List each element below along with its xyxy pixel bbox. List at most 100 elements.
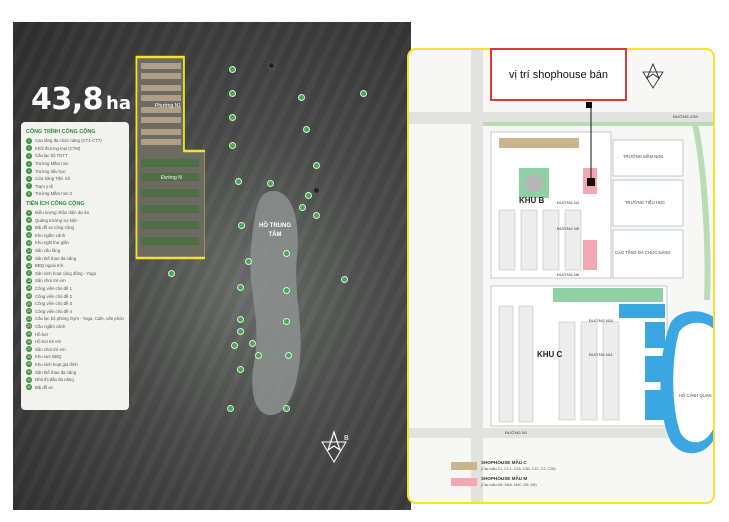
shophouse-callout[interactable]: vị trí shophouse bán [490,48,627,101]
amenity-pin[interactable] [341,276,348,283]
legend-desc-shophouse-c: (Các mẫu C1, C1.1, C2A, C3B, C1C, C2, C2… [481,467,556,471]
site-area-value: 43,8 [31,82,104,117]
zone-primary-school: TRƯỜNG TIỂU HỌC [625,200,666,205]
legend-number-icon: 2 [26,145,32,152]
amenity-pin[interactable] [285,352,292,359]
legend-item-label: Cầu ngắm cảnh [35,323,66,329]
amenity-pin[interactable] [283,250,290,257]
amenity-pin[interactable] [237,328,244,335]
legend-item-label: Trường Mầm non [35,161,69,167]
legend-item-label: Khu vực BBQ [35,354,62,360]
amenity-pin[interactable] [303,126,310,133]
road-label: ĐƯỜNG N5 [557,226,579,231]
amenity-pin[interactable] [283,287,290,294]
legend-number-icon: 3 [26,152,32,159]
road-label: ĐƯỜNG N6 [557,272,579,277]
amenity-pin[interactable] [299,204,306,211]
zone-khu-c: KHU C [537,350,563,359]
zone-khu-b: KHU B [519,196,545,205]
legend-item-label: Câu lạc bộ phòng Gym - Yoga, Cafe, văn p… [35,316,124,322]
amenity-pin[interactable] [237,366,244,373]
legend-number-icon: 10 [26,217,32,224]
amenity-pin[interactable] [237,284,244,291]
legend-item-label: Nhà thi đấu đa năng [35,377,74,383]
legend-item-label: Quảng trường sự kiện [35,217,78,223]
legend-number-icon: 32 [26,384,32,391]
legend-number-icon: 7 [26,183,32,190]
legend-item-label: Trạm y tế [35,183,53,189]
legend-number-icon: 20 [26,293,32,300]
legend-number-icon: 19 [26,285,32,292]
amenity-pin[interactable] [235,178,242,185]
legend-swatch-shophouse-c [451,462,477,470]
legend-number-icon: 31 [26,376,32,383]
legend-item-label: Khu nghỉ thư giãn [35,240,69,246]
amenity-pin[interactable] [227,405,234,412]
amenity-pin[interactable] [313,162,320,169]
amenity-pin[interactable] [313,212,320,219]
legend-number-icon: 1 [26,137,32,144]
amenity-pin[interactable] [283,405,290,412]
legend-number-icon: 27 [26,346,32,353]
amenity-pin[interactable] [283,318,290,325]
legend-number-icon: 4 [26,160,32,167]
amenity-pin[interactable] [229,90,236,97]
zone-lake: HỒ CẢNH QUAN [679,393,712,398]
amenity-pin[interactable] [268,62,275,69]
amenity-pin[interactable] [298,94,305,101]
legend-item-label: Công viên chủ đề 1 [35,285,73,291]
master-plan: KHU B KHU C HỒ CẢNH QUAN TRƯỜNG MẦM NON … [407,48,715,504]
legend-item-label: Cao tầng đa chức năng (CT1-CT7) [35,138,102,144]
amenity-pin[interactable] [229,114,236,121]
amenity-pin[interactable] [245,258,252,265]
zone-commercial: CAO TẦNG ĐA CHỨC NĂNG [615,250,671,255]
amenity-pin[interactable] [305,192,312,199]
legend-number-icon: 29 [26,361,32,368]
legend-number-icon: 15 [26,255,32,262]
amenity-pin[interactable] [237,316,244,323]
legend-item-label: Bãi đỗ xe [35,384,53,390]
legend-item-label: Khu ngắm cảnh [35,232,66,238]
amenity-pin[interactable] [360,90,367,97]
amenity-pin[interactable] [231,342,238,349]
callout-marker-icon [586,102,592,108]
amenity-pin[interactable] [267,180,274,187]
legend-item-label: Cửa hàng Tiện ích [35,176,71,182]
site-area-unit: ha [106,93,131,114]
amenity-pin[interactable] [229,142,236,149]
amenity-pin[interactable] [168,270,175,277]
legend-item-label: Sân cầu lông [35,248,61,254]
amenity-pin[interactable] [313,187,320,194]
legend-item-label: Sân thể thao đa năng [35,369,77,375]
amenity-pin[interactable] [255,352,262,359]
legend-number-icon: 8 [26,190,32,197]
legend-number-icon: 23 [26,315,32,322]
svg-text:B: B [344,435,349,442]
amenity-pin[interactable] [238,222,245,229]
highlighted-parcel: Phường N1 Đường N [135,55,205,260]
plan-title: MẶT BẰNG TỔNG THỂ [443,27,598,42]
amenity-pin[interactable] [249,340,256,347]
legend-item-label: Khu sinh hoạt gia đình [35,361,78,367]
amenity-pin[interactable] [229,66,236,73]
legend-number-icon: 28 [26,353,32,360]
legend-swatch-shophouse-m [451,478,477,486]
